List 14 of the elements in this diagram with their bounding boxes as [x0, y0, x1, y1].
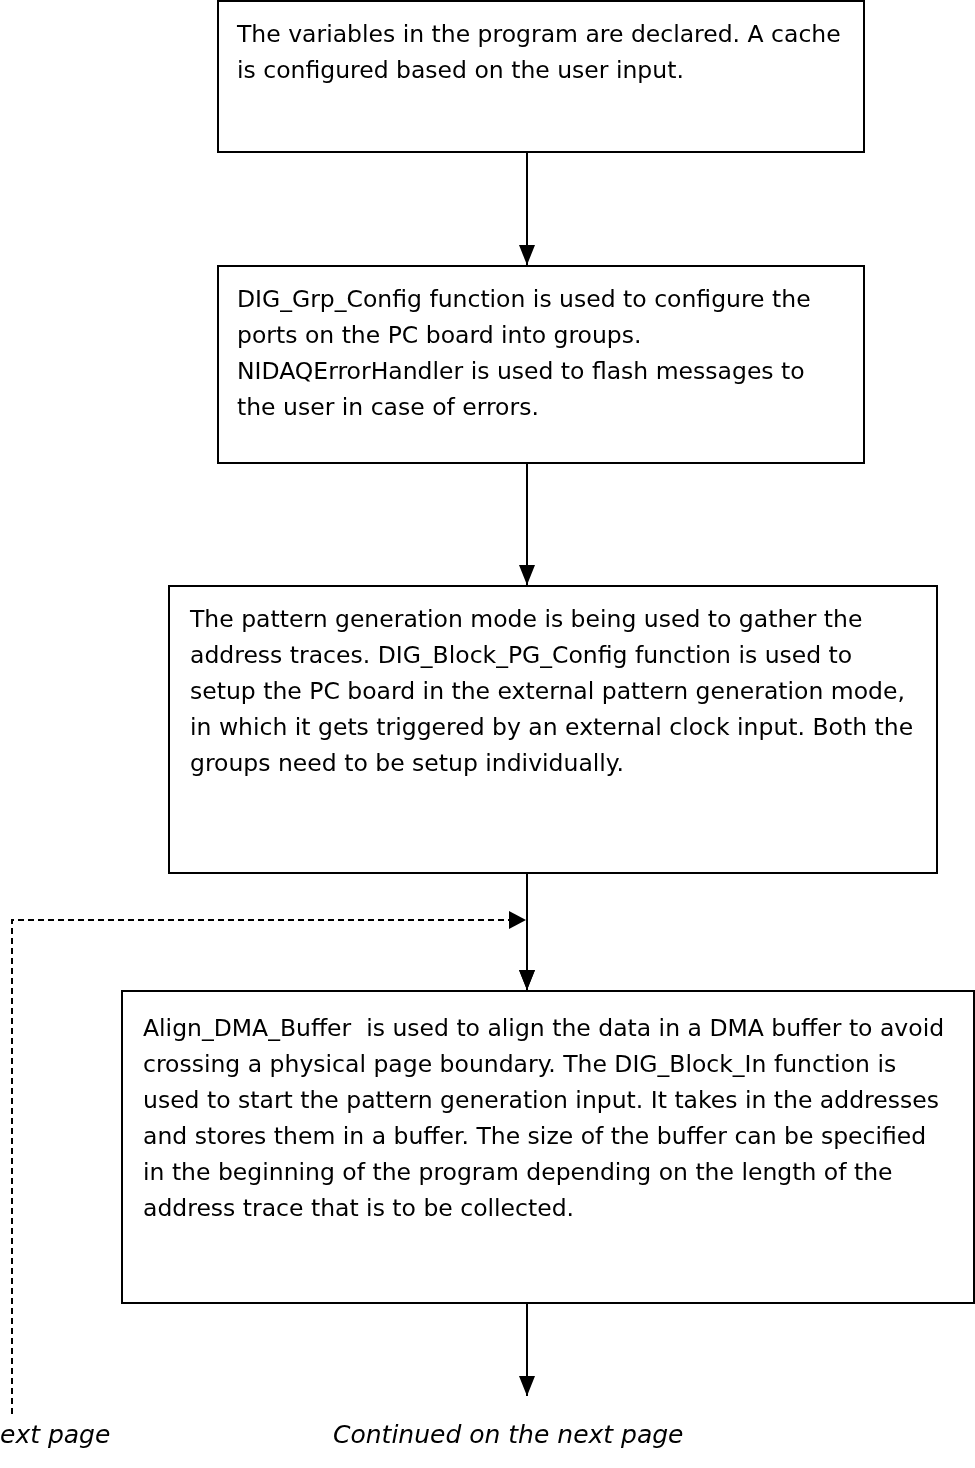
box-text: Align_DMA_Buffer is used to align the data in a DMA buffer to avoid crossing a physical page boundary. The DIG_Block_In function is used to start the pattern generation input. It takes in the addresses and stores them in a buffer. The size of the buffer can be specified in the beginning of the program depending on the length of the address trace that is to be collected. — [143, 1013, 946, 1224]
process-box — [217, 265, 865, 464]
continuation-note: Continued on the next page — [333, 1418, 775, 1452]
continuation-note: ext page — [0, 1418, 128, 1452]
process-box — [121, 990, 975, 1304]
arrow — [519, 1303, 535, 1397]
box-text: The pattern generation mode is being used to gather the address traces. DIG_Block_PG_Config function is used to setup the PC board in the external pattern generation mode, in which it gets triggered by an external clock input. Both the groups need to be setup individually. — [190, 604, 915, 779]
box-text: DIG_Grp_Config function is used to configure the ports on the PC board into groups. NIDAQErrorHandler is used to flash messages to the user in case of errors. — [237, 284, 812, 423]
arrow — [519, 152, 535, 266]
dashed-arrow — [11, 911, 535, 1415]
arrow — [519, 463, 535, 586]
process-box — [168, 585, 938, 874]
box-text: The variables in the program are declared. A cache is configured based on the user input. — [237, 19, 842, 86]
process-box — [217, 0, 865, 153]
